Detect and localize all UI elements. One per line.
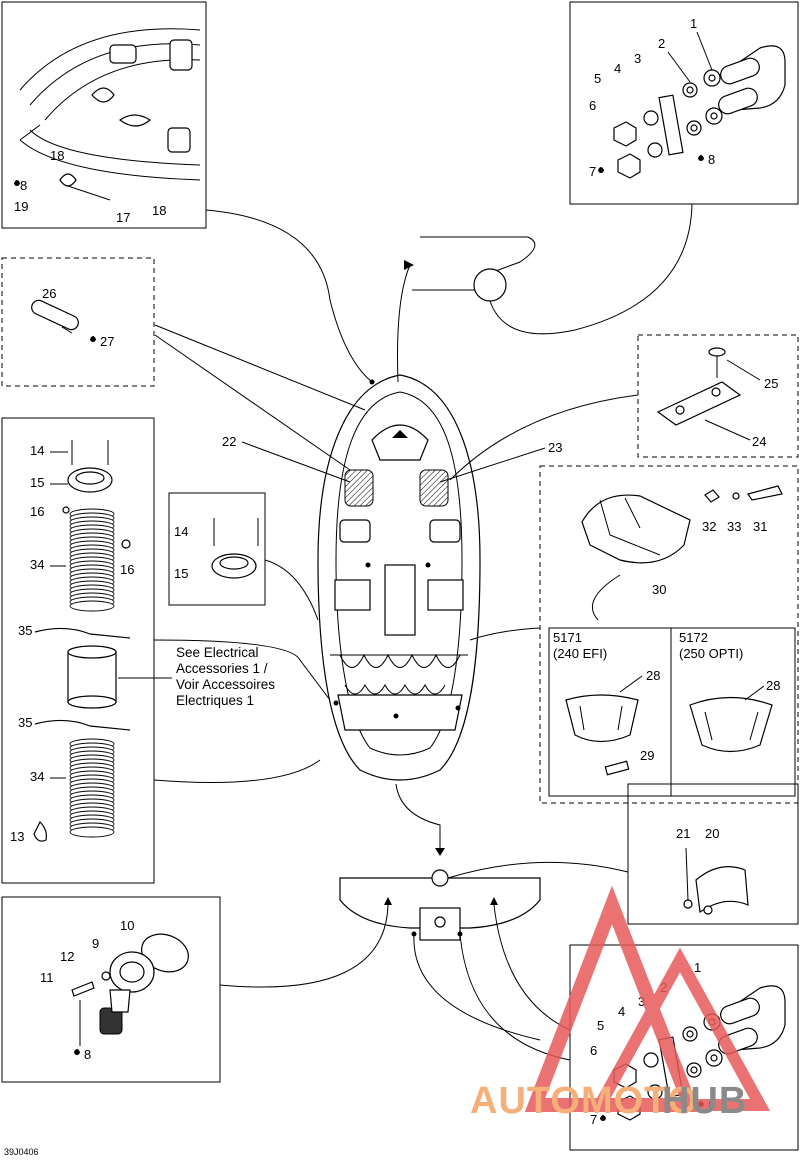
front-hull-drawing	[19, 28, 201, 201]
callout-16a: 16	[30, 504, 44, 519]
box-clip	[627, 783, 799, 925]
callout-18a: 18	[50, 148, 64, 163]
callout-19: 19	[14, 199, 28, 214]
callout-5-top: 5	[594, 71, 601, 86]
callout-17: 17	[116, 210, 130, 225]
callout-30: 30	[652, 582, 666, 597]
diagram-code: 39J0406	[4, 1147, 39, 1157]
callout-32: 32	[702, 519, 716, 534]
box-hook	[637, 334, 799, 458]
callout-24: 24	[752, 434, 766, 449]
callout-4-top: 4	[614, 61, 621, 76]
callout-16b: 16	[120, 562, 134, 577]
callout-13: 13	[10, 829, 24, 844]
box-bow-eye-top	[569, 1, 799, 205]
hull-drawing	[317, 374, 481, 781]
grease-drop-icon	[598, 167, 604, 173]
grease-drop-icon	[698, 155, 704, 161]
callout-3-bottom: 3	[638, 994, 645, 1009]
callout-1-top: 1	[690, 16, 697, 31]
watermark-logo	[524, 885, 771, 1112]
variant-drawings	[565, 694, 773, 776]
callout-3-top: 3	[634, 51, 641, 66]
plug-drawing	[31, 299, 79, 334]
callout-22: 22	[222, 434, 236, 449]
variant-left-model: 5171	[553, 630, 582, 645]
bow-eye-top-drawing	[613, 45, 786, 179]
note-line-1: See Electrical	[176, 645, 259, 660]
vent-stack-drawing	[62, 440, 131, 549]
callout-6-top: 6	[589, 98, 596, 113]
callout-31: 31	[753, 519, 767, 534]
box-plug	[1, 257, 155, 387]
box-front-assembly	[1, 1, 207, 229]
variant-right-model: 5172	[679, 630, 708, 645]
electrical-note: See Electrical Accessories 1 / Voir Acce…	[176, 645, 275, 708]
note-line-2: Accessories 1 /	[176, 661, 268, 676]
box-vent-small	[168, 492, 266, 606]
callout-18b: 18	[152, 203, 166, 218]
note-line-4: Electriques 1	[176, 693, 254, 708]
callout-8a: 8	[20, 178, 27, 193]
callout-35b: 35	[18, 715, 32, 730]
callout-27: 27	[100, 334, 114, 349]
callout-25: 25	[764, 376, 778, 391]
callout-7-top: 7	[589, 164, 596, 179]
callout-10: 10	[120, 918, 134, 933]
callout-34b: 34	[30, 769, 44, 784]
vent-small-drawing	[211, 518, 259, 579]
callout-7-bottom: 7	[590, 1112, 597, 1127]
callout-35a: 35	[18, 623, 32, 638]
callout-20: 20	[705, 826, 719, 841]
transom-drawing	[339, 869, 541, 941]
callout-8-top: 8	[708, 152, 715, 167]
callout-21: 21	[676, 826, 690, 841]
callout-33: 33	[727, 519, 741, 534]
note-line-3: Voir Accessoires	[176, 677, 275, 692]
grease-drop-icon	[74, 1049, 80, 1055]
box-bow-eye-bottom	[569, 944, 799, 1151]
callout-26: 26	[42, 286, 56, 301]
watermark-text-b: HUB	[662, 1080, 747, 1122]
callout-15: 15	[30, 475, 44, 490]
drain-drawing	[71, 933, 189, 1035]
box-cover	[539, 465, 799, 804]
callout-28b: 28	[766, 678, 780, 693]
grease-drop-icon	[14, 180, 20, 186]
callout-23: 23	[548, 440, 562, 455]
vent-stack-mid	[33, 627, 131, 842]
callout-9: 9	[92, 936, 99, 951]
callout-29: 29	[640, 748, 654, 763]
box-cover-variants	[548, 627, 796, 797]
callout-6-bottom: 6	[590, 1043, 597, 1058]
callout-5-bottom: 5	[597, 1018, 604, 1033]
callout-8-drain: 8	[84, 1047, 91, 1062]
box-vent-stack	[1, 417, 155, 884]
callout-2-top: 2	[658, 36, 665, 51]
cover-drawing	[581, 485, 783, 564]
hook-drawing	[656, 347, 742, 426]
box-drain	[1, 896, 221, 1083]
callout-15-small: 15	[174, 566, 188, 581]
corrugated-hose-bottom	[69, 738, 115, 838]
callout-11: 11	[40, 970, 54, 985]
variant-left-engine: (240 EFI)	[553, 646, 607, 661]
callout-14-small: 14	[174, 524, 188, 539]
clip-drawing	[683, 847, 749, 915]
callout-28a: 28	[646, 668, 660, 683]
variant-right-engine: (250 OPTI)	[679, 646, 743, 661]
callout-4-bottom: 4	[618, 1004, 625, 1019]
grease-drop-icon	[90, 336, 96, 342]
watermark-text-a: AUTOMOTO	[470, 1080, 698, 1122]
callout-14: 14	[30, 443, 44, 458]
callout-34a: 34	[30, 557, 44, 572]
callout-12: 12	[60, 949, 74, 964]
corrugated-hose-top	[69, 508, 115, 612]
callout-1-bottom: 1	[694, 960, 701, 975]
grease-drop-icon	[600, 1115, 606, 1121]
